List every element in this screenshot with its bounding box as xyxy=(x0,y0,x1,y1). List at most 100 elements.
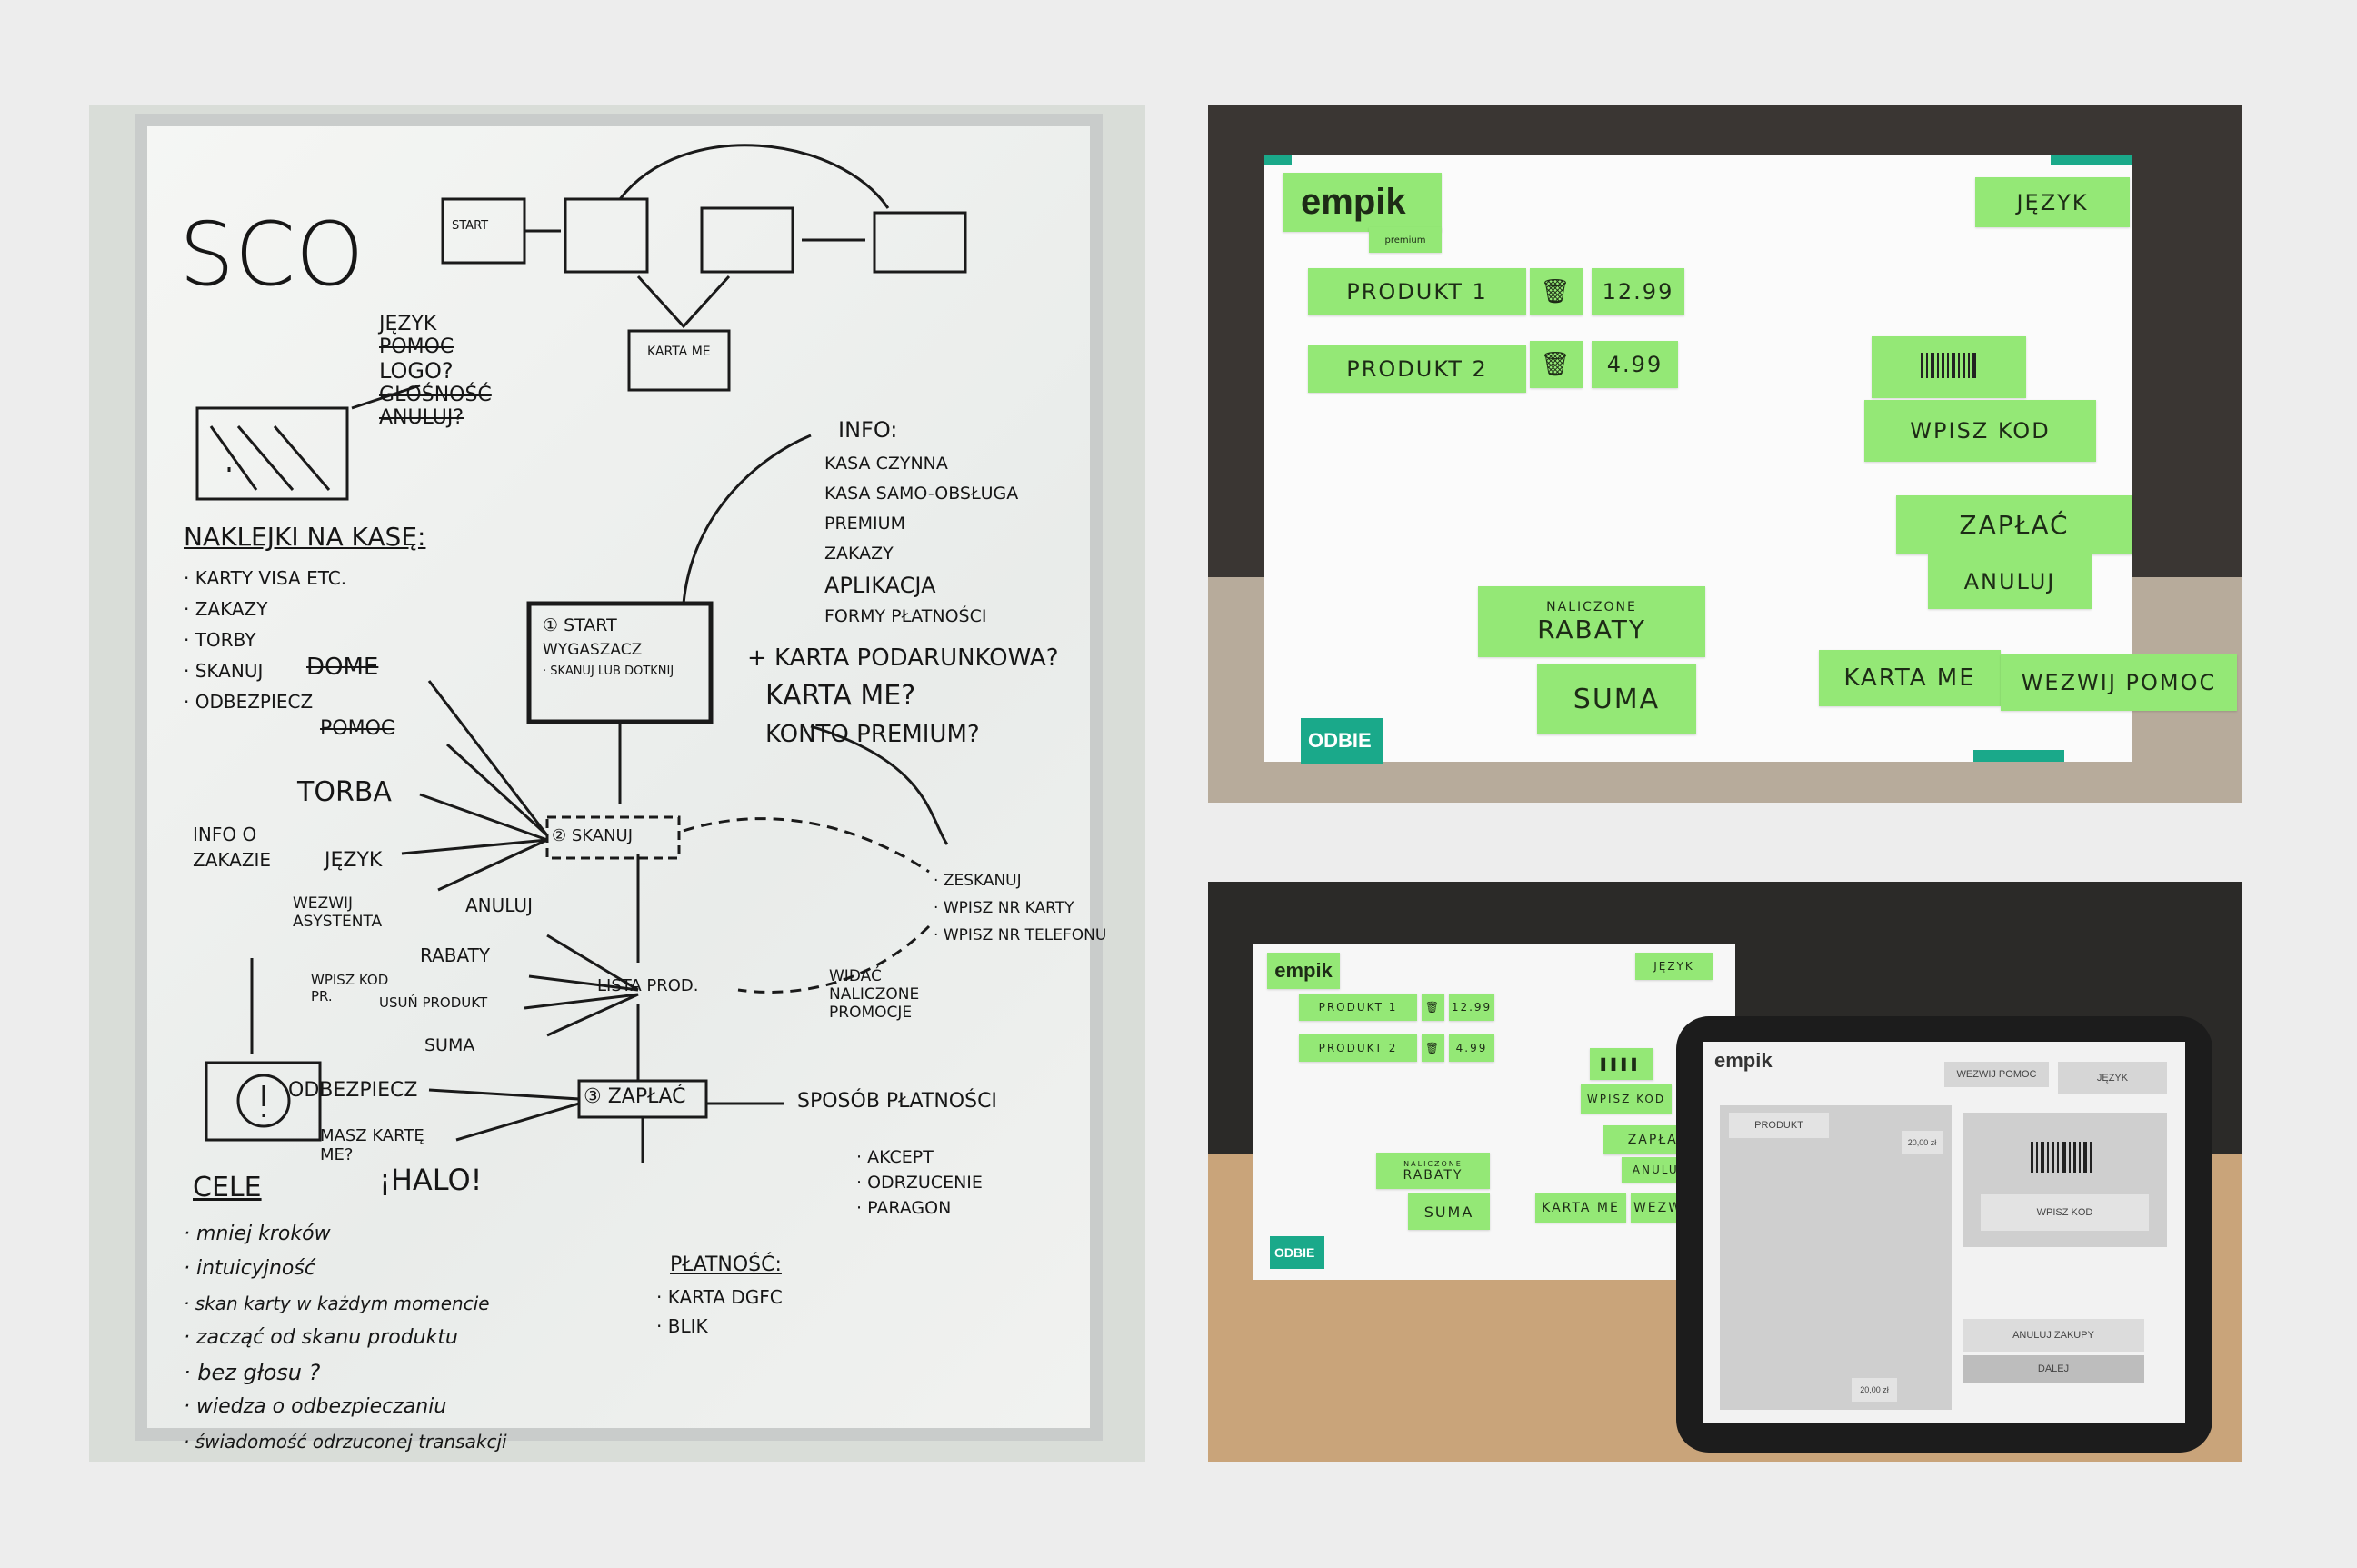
header-item: LOGO? xyxy=(379,358,454,384)
karta-me-note: KARTA ME xyxy=(1819,650,2001,706)
cele-item: skan karty w każdym momencie xyxy=(184,1286,507,1321)
whiteboard-sketch-lines xyxy=(195,144,967,1163)
info-item: APLIKACJA xyxy=(824,573,936,598)
product-1-price-small: 12.99 xyxy=(1449,994,1494,1021)
cele-item: intuicyjność xyxy=(184,1252,507,1286)
flow-start-box: START xyxy=(452,219,489,233)
scan-item: ZESKANUJ xyxy=(934,867,1106,894)
karta-me-box: KARTA ME xyxy=(647,345,711,359)
info-item: ZAKAZY xyxy=(824,544,894,564)
info-item: KASA SAMO-OBSŁUGA xyxy=(824,484,1019,504)
naklejki-item: ZAKAZY xyxy=(184,594,346,624)
left-label: SUMA xyxy=(424,1035,475,1055)
naliczone-small: NALICZONE xyxy=(1403,1159,1463,1168)
wezwij-pomoc-note: WEZWIJ POMOC xyxy=(2001,654,2237,711)
naklejki-item: SKANUJ xyxy=(184,655,346,686)
skanuj-box: ② SKANUJ xyxy=(552,826,634,845)
start-line: WYGASZACZ xyxy=(543,641,643,659)
odbierz-tag: ODBIE xyxy=(1301,718,1383,764)
trash-icon: 🗑 xyxy=(1530,341,1583,388)
left-label: WPISZ KOD PR. xyxy=(311,972,389,1004)
naklejki-item: TORBY xyxy=(184,624,346,655)
zaplac-box: ③ ZAPŁAĆ xyxy=(584,1085,686,1108)
cele-item: świadomość odrzuconej transakcji xyxy=(184,1424,507,1459)
header-list: JĘZYK POMOC LOGO? GŁOŚNOŚĆ ANULUJ? xyxy=(379,313,492,429)
trash-icon: 🗑 xyxy=(1422,1034,1444,1062)
screen-empik-logo: empik xyxy=(1714,1049,1773,1072)
platnosc-item: KARTA DGFC xyxy=(656,1283,783,1312)
left-label: TORBA xyxy=(297,776,392,808)
info-title: INFO: xyxy=(838,417,898,443)
wezwij-pomoc-button[interactable]: WEZWIJ POMOC xyxy=(1944,1062,2049,1087)
karta-me-small: KARTA ME xyxy=(1535,1193,1626,1223)
empik-logo-small: empik xyxy=(1267,953,1340,989)
tablet-device: empik WEZWIJ POMOC JĘZYK PRODUKT 20,00 z… xyxy=(1676,1016,2212,1453)
header-item: JĘZYK xyxy=(379,313,437,335)
whiteboard-photo: SCO START KARTA ME JĘZYK POMOC LOGO? GŁO… xyxy=(89,105,1145,1462)
question: KARTA ME? xyxy=(765,680,916,712)
barcode-graphic xyxy=(1921,353,1976,378)
jezyk-button[interactable]: JĘZYK xyxy=(2058,1062,2167,1094)
dalej-button[interactable]: DALEJ xyxy=(1963,1355,2144,1383)
naklejki-title: NAKLEJKI NA KASĘ: xyxy=(184,522,426,552)
left-label: USUŃ PRODUKT xyxy=(379,994,488,1011)
platnosc-title: PŁATNOŚĆ: xyxy=(670,1253,782,1276)
cele-title: CELE xyxy=(193,1172,262,1203)
wpisz-kod-note: WPISZ KOD xyxy=(1864,400,2096,462)
question: + KARTA PODARUNKOWA? xyxy=(747,644,1059,672)
suma-note: SUMA xyxy=(1537,664,1696,734)
empik-logo: empik xyxy=(1283,173,1442,232)
sketch-title: SCO xyxy=(179,204,365,305)
barcode-icon xyxy=(2031,1142,2092,1173)
left-label: JĘZYK xyxy=(325,849,383,872)
wpisz-kod-button[interactable]: WPISZ KOD xyxy=(1981,1194,2149,1231)
left-label: DOME xyxy=(306,654,379,681)
suma-small: SUMA xyxy=(1408,1193,1490,1230)
naklejki-item: ODBEZPIECZ xyxy=(184,686,346,717)
question: KONTO PREMIUM? xyxy=(765,721,980,748)
anuluj-zakupy-button[interactable]: ANULUJ ZAKUPY xyxy=(1963,1319,2144,1352)
jezyk-note: JĘZYK xyxy=(1975,177,2130,227)
cele-list: mniej kroków intuicyjność skan karty w k… xyxy=(184,1217,507,1459)
naklejki-list: KARTY VISA ETC. ZAKAZY TORBY SKANUJ ODBE… xyxy=(184,563,346,717)
platnosc-item: BLIK xyxy=(656,1312,783,1341)
sposob-item: AKCEPT xyxy=(856,1144,983,1170)
paper-sheet-small: empik JĘZYK PRODUKT 1 🗑 12.99 PRODUKT 2 … xyxy=(1253,944,1735,1280)
wpisz-kod-small: WPISZ KOD xyxy=(1581,1084,1672,1114)
scan-area: WPISZ KOD xyxy=(1963,1113,2167,1247)
lista-prod: LISTA PROD. xyxy=(597,976,699,995)
left-label: INFO O ZAKAZIE xyxy=(193,824,272,871)
info-item: KASA CZYNNA xyxy=(824,454,948,474)
promo-note: WIDAĆ NALICZONE PROMOCJE xyxy=(829,967,920,1022)
barcode-icon: ▌▌▌▌ xyxy=(1590,1048,1653,1080)
sposob-item: PARAGON xyxy=(856,1195,983,1221)
scan-item: WPISZ NR TELEFONU xyxy=(934,922,1107,949)
right-scan-list: ZESKANUJ WPISZ NR KARTY WPISZ NR TELEFON… xyxy=(934,867,1107,949)
naliczone-label: NALICZONE xyxy=(1546,599,1637,614)
paper-sheet: empik premium JĘZYK PRODUKT 1 🗑 12.99 PR… xyxy=(1264,155,2237,764)
left-label: ANULUJ xyxy=(465,894,533,916)
product-list-area: PRODUKT 20,00 zł 20,00 zł xyxy=(1720,1105,1952,1410)
left-label: MASZ KARTĘ ME? xyxy=(320,1126,424,1164)
zaplac-note: ZAPŁAĆ xyxy=(1896,495,2132,554)
start-line: · SKANUJ LUB DOTKNIJ xyxy=(543,664,674,678)
product-2-note: PRODUKT 2 xyxy=(1308,345,1526,393)
start-line: ① START xyxy=(543,615,617,635)
sposob-list: AKCEPT ODRZUCENIE PARAGON xyxy=(856,1144,983,1221)
sposob-platnosci: SPOSÓB PŁATNOŚCI xyxy=(797,1090,997,1113)
header-item: POMOC xyxy=(379,335,454,358)
scan-item: WPISZ NR KARTY xyxy=(934,894,1106,922)
product-row[interactable]: PRODUKT xyxy=(1729,1113,1829,1138)
left-label: RABATY xyxy=(420,944,491,966)
cele-item: mniej kroków xyxy=(184,1217,507,1252)
odbierz-tag-small: ODBIE xyxy=(1270,1236,1324,1269)
product-2-price: 4.99 xyxy=(1592,341,1678,388)
jezyk-note-small: JĘZYK xyxy=(1635,953,1713,980)
platnosc-list: KARTA DGFC BLIK xyxy=(656,1283,783,1341)
trash-icon: 🗑 xyxy=(1530,268,1583,315)
barcode-icon xyxy=(1872,336,2026,398)
total-amount: 20,00 zł xyxy=(1852,1378,1897,1402)
product-1-small: PRODUKT 1 xyxy=(1299,994,1417,1021)
questions: + KARTA PODARUNKOWA? KARTA ME? KONTO PRE… xyxy=(747,640,1059,753)
left-label: ODBEZPIECZ xyxy=(288,1079,418,1102)
